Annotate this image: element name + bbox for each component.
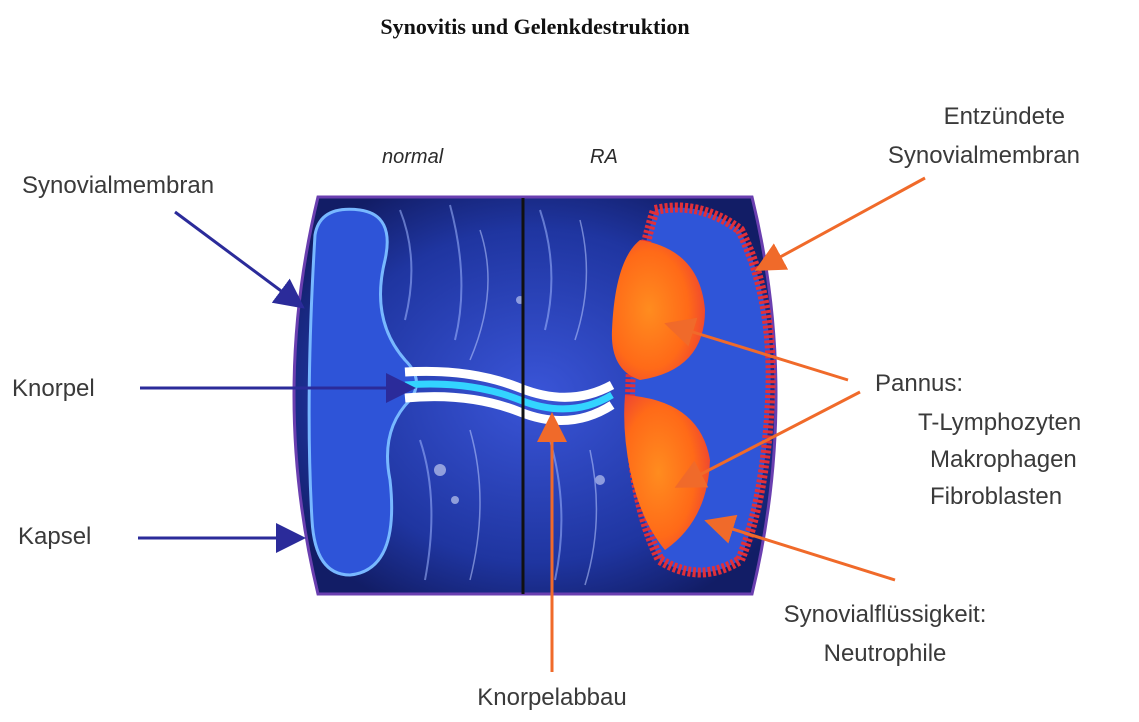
label-knorpel: Knorpel xyxy=(12,375,95,403)
arrow-synovialmembran xyxy=(175,212,300,305)
header-normal: normal xyxy=(382,146,443,169)
label-pannus: Pannus: xyxy=(875,370,963,398)
label-synovialfluessigkeit: Synovialflüssigkeit: xyxy=(735,601,1035,629)
label-kapsel: Kapsel xyxy=(18,523,91,551)
label-neutrophile: Neutrophile xyxy=(735,640,1035,668)
label-entzuendete-1: Entzündete xyxy=(815,103,1065,131)
label-synovialmembran: Synovialmembran xyxy=(22,172,214,200)
label-entzuendete-2: Synovialmembran xyxy=(815,142,1080,170)
header-ra: RA xyxy=(590,146,618,169)
arrow-entzuendete xyxy=(760,178,925,268)
joint-section xyxy=(294,197,776,594)
label-fibroblasten: Fibroblasten xyxy=(930,483,1062,511)
label-makrophagen: Makrophagen xyxy=(930,446,1077,474)
label-t-lymphozyten: T-Lymphozyten xyxy=(918,409,1081,437)
label-knorpelabbau: Knorpelabbau xyxy=(437,684,667,712)
